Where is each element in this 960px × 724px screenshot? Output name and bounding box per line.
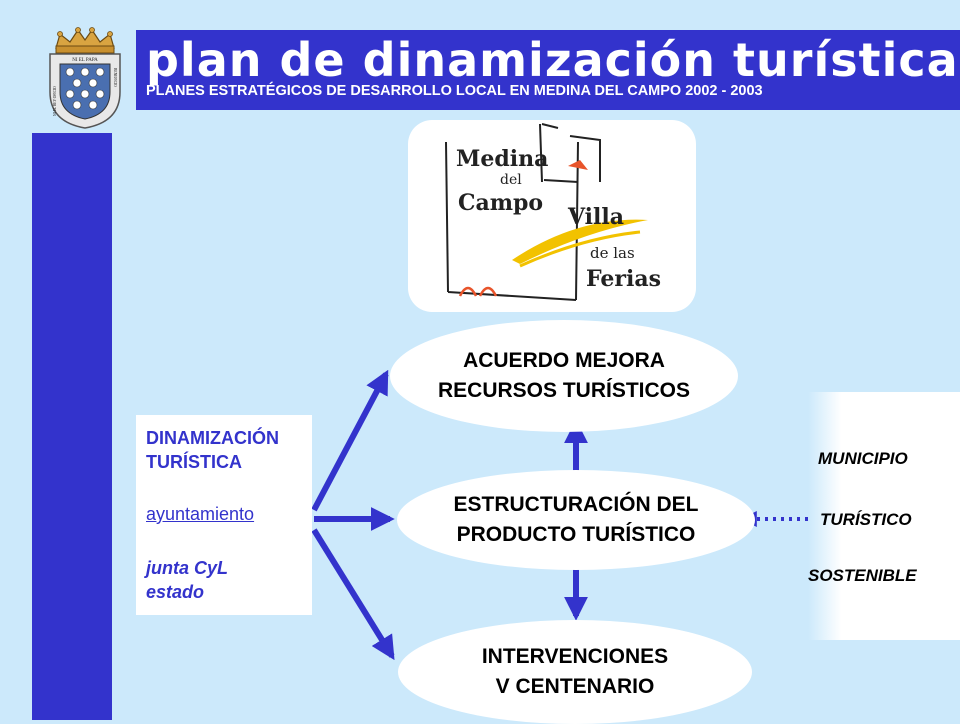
- left-heading-line1: DINAMIZACIÓN: [146, 428, 279, 448]
- crest-motto-left: NI EL REY OFICIO: [53, 86, 57, 116]
- right-text-turistico: TURÍSTICO: [820, 510, 912, 529]
- title-band: [136, 30, 960, 110]
- left-item-junta: junta CyL: [146, 558, 229, 578]
- node-estructuracion-line2: PRODUCTO TURÍSTICO: [456, 523, 696, 546]
- node-estructuracion: ESTRUCTURACIÓN DEL PRODUCTO TURÍSTICO: [397, 470, 755, 570]
- arrow-to-intervenciones: [311, 528, 395, 661]
- node-intervenciones-line2: V CENTENARIO: [495, 675, 655, 698]
- right-panel: MUNICIPIO TURÍSTICO SOSTENIBLE: [808, 392, 960, 640]
- crest-motto-right: BENEFICIO: [113, 68, 117, 87]
- node-estructuracion-line1: ESTRUCTURACIÓN DEL: [453, 493, 699, 516]
- coat-of-arms-icon: NI EL PAPA NI EL REY OFICIO BENEFICIO: [49, 27, 121, 129]
- logo-text-campo: Campo: [458, 190, 543, 216]
- left-item-estado: estado: [146, 582, 205, 602]
- node-acuerdo-line1: ACUERDO MEJORA: [463, 349, 665, 372]
- node-acuerdo-line2: RECURSOS TURÍSTICOS: [437, 379, 691, 402]
- node-acuerdo-mejora: ACUERDO MEJORA RECURSOS TURÍSTICOS: [390, 320, 738, 432]
- right-text-sostenible: SOSTENIBLE: [808, 566, 917, 585]
- page-subtitle: PLANES ESTRATÉGICOS DE DESARROLLO LOCAL …: [146, 83, 763, 99]
- left-heading-line2: TURÍSTICA: [146, 452, 242, 472]
- left-panel: DINAMIZACIÓN TURÍSTICA ayuntamiento junt…: [136, 415, 312, 615]
- logo-text-medina: Medina: [456, 146, 548, 172]
- logo-text-del: del: [500, 172, 522, 188]
- node-intervenciones-line1: INTERVENCIONES: [481, 645, 669, 668]
- logo-text-ferias: Ferias: [586, 266, 661, 292]
- node-intervenciones: INTERVENCIONES V CENTENARIO: [398, 620, 752, 724]
- page-title: plan de dinamización turística: [146, 33, 959, 87]
- logo-artwork: Medina del Campo Villa de las Ferias: [445, 123, 661, 301]
- arrow-to-acuerdo: [311, 369, 389, 512]
- medina-logo: Medina del Campo Villa de las Ferias: [408, 120, 696, 312]
- logo-text-de-las: de las: [590, 244, 635, 262]
- crest-motto-top: NI EL PAPA: [72, 58, 98, 63]
- ayuntamiento-link[interactable]: ayuntamiento: [146, 504, 255, 524]
- side-bar: [32, 133, 112, 720]
- right-text-municipio: MUNICIPIO: [818, 449, 908, 468]
- logo-text-villa: Villa: [567, 204, 624, 230]
